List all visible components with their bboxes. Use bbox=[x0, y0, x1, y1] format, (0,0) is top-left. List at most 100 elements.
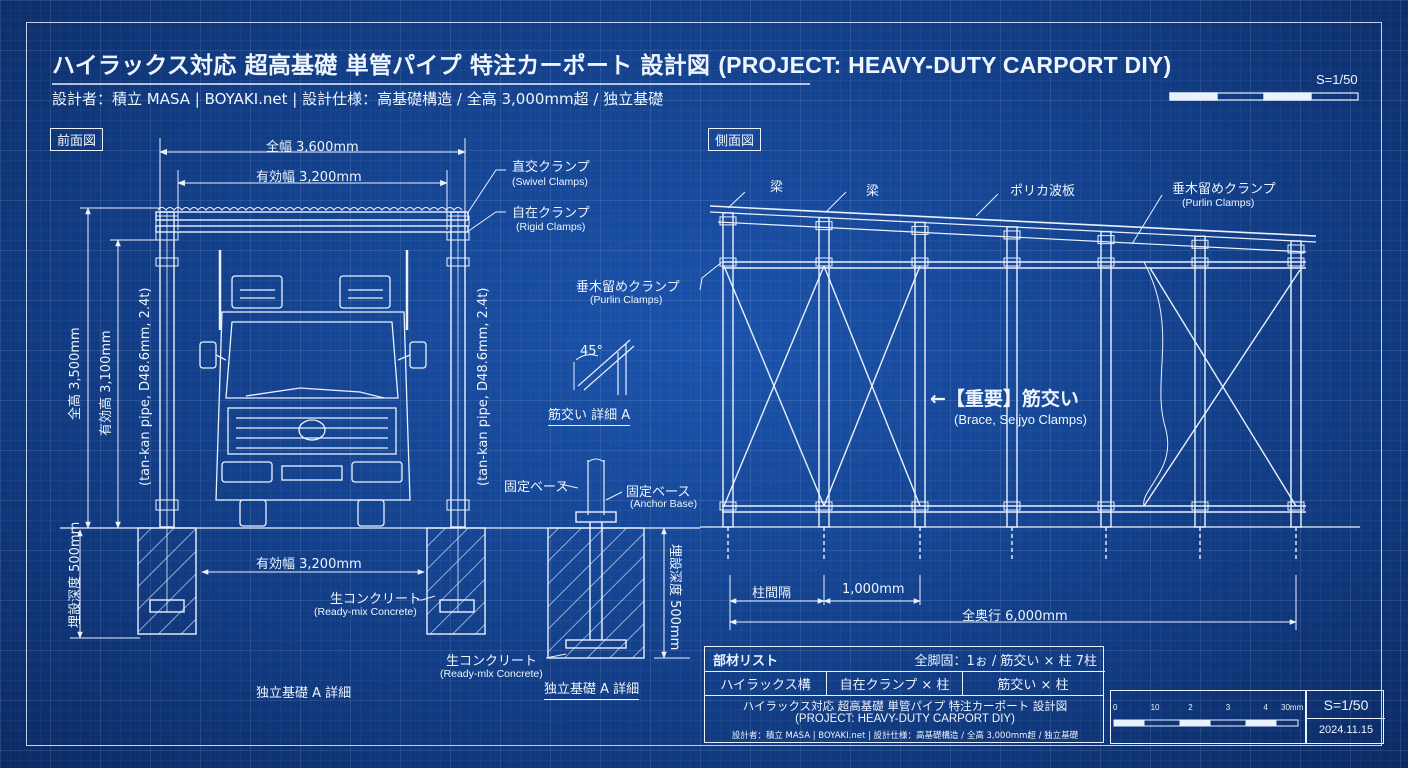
rigid-clamp-label-en: (Rigid Clamps) bbox=[516, 221, 586, 233]
side-column-clamp bbox=[719, 257, 737, 267]
beam-label-2: 梁 bbox=[866, 184, 880, 199]
detail-foundation-caption: 独立基礎 A 詳細 bbox=[544, 678, 640, 700]
side-column bbox=[818, 216, 830, 528]
brace-callout: ←【重要】筋交い bbox=[930, 388, 1079, 410]
title-en: (PROJECT: HEAVY-DUTY CARPORT DIY) bbox=[718, 52, 1172, 78]
purlin-clamp-left-en: (Purlin Clamps) bbox=[590, 294, 663, 306]
header-scale: S=1/50 bbox=[1316, 72, 1358, 87]
truck-outline bbox=[199, 275, 427, 527]
detail-embed-depth: 埋設深度 500mm bbox=[667, 544, 682, 651]
brace-detail-caption: 筋交い 詳細 A bbox=[548, 404, 631, 426]
side-column-clamp bbox=[1003, 501, 1021, 511]
header-scale-bar bbox=[1169, 92, 1359, 101]
front-dimensions bbox=[60, 207, 510, 639]
scale-tick-label: 10 bbox=[1150, 703, 1160, 712]
front-view-label: 前面図 bbox=[50, 128, 104, 151]
side-column-clamp bbox=[911, 257, 929, 267]
base-label-right: 固定ベース bbox=[626, 485, 691, 500]
swivel-clamp-label-en: (Swivel Clamps) bbox=[512, 176, 588, 188]
side-column-clamp bbox=[1097, 501, 1115, 511]
side-column bbox=[1006, 226, 1018, 528]
side-total-depth: 全奥行 6,000mm bbox=[962, 609, 1068, 624]
side-column-clamp bbox=[911, 501, 929, 511]
front-effective-height: 有効高 3,100mm bbox=[99, 330, 114, 436]
front-concrete-label-en: (Ready-mix Concrete) bbox=[314, 606, 417, 618]
title-block-scale: S=1/50 bbox=[1323, 697, 1369, 713]
front-concrete-label: 生コンクリート bbox=[330, 592, 422, 607]
side-column-clamp bbox=[1003, 257, 1021, 267]
title-block-title: ハイラックス対応 超高基礎 単管パイプ 特注カーポート 設計図 bbox=[742, 699, 1068, 713]
beam-label-1: 梁 bbox=[770, 180, 784, 195]
title-block-title-en: (PROJECT: HEAVY-DUTY CARPORT DIY) bbox=[795, 713, 1015, 725]
side-dimensions bbox=[729, 575, 1297, 630]
parts-table-col3: 筋交い × 柱 bbox=[997, 678, 1069, 693]
parts-table-col1: ハイラックス構 bbox=[705, 671, 827, 696]
front-frame bbox=[155, 138, 506, 612]
title-block-date: 2024.11.15 bbox=[1318, 724, 1374, 736]
side-column-clamp bbox=[1097, 257, 1115, 267]
rigid-clamp-label: 自在クランプ bbox=[512, 206, 590, 221]
side-columns bbox=[719, 212, 1305, 560]
parts-table: 部材リスト 全脚固：1ぉ / 筋交い × 柱 7柱 ハイラックス構 自在クランプ… bbox=[704, 646, 1105, 696]
side-column-clamp bbox=[1191, 239, 1209, 249]
column-spacing-label: 柱間隔 bbox=[752, 586, 792, 601]
side-column bbox=[1290, 240, 1302, 528]
side-column-clamp bbox=[1097, 235, 1115, 245]
scale-tick-label: 2 bbox=[1188, 703, 1193, 712]
swivel-clamp-label: 直交クランプ bbox=[512, 160, 590, 175]
pipe-spec-right: (tan-kan pipe, D48.6mm, 2.4t) bbox=[476, 287, 491, 486]
polycarbonate-label: ポリカ波板 bbox=[1010, 184, 1076, 199]
base-label-right-en: (Anchor Base) bbox=[630, 498, 698, 510]
parts-table-header-row: 部材リスト 全脚固：1ぉ / 筋交い × 柱 7柱 bbox=[705, 647, 1105, 672]
purlin-clamp-left: 垂木留めクランプ bbox=[576, 280, 680, 295]
side-column-clamp bbox=[719, 501, 737, 511]
scale-tick-label: 0 bbox=[1113, 703, 1118, 712]
parts-table-heading: 部材リスト bbox=[713, 653, 779, 669]
scale-tick-label: 3 bbox=[1225, 703, 1231, 712]
page-title: ハイラックス対応 超高基礎 単管パイプ 特注カーポート 設計図 (PROJECT… bbox=[52, 46, 1171, 80]
front-effective-width-bottom: 有効幅 3,200mm bbox=[256, 557, 362, 572]
side-column-clamp bbox=[1191, 257, 1209, 267]
side-column-clamp bbox=[1287, 257, 1305, 267]
brace-angle: 45° bbox=[580, 344, 604, 359]
front-foundations bbox=[137, 527, 486, 635]
base-label-left: 固定ベース bbox=[504, 480, 569, 495]
title-block-divider bbox=[1307, 718, 1385, 719]
side-column bbox=[722, 212, 734, 528]
scale-tick-label: 30mm bbox=[1281, 703, 1304, 712]
page-subtitle: 設計者：積立 MASA | BOYAKI.net | 設計仕様：高基礎構造 / … bbox=[52, 90, 664, 108]
side-view-label: 側面図 bbox=[708, 128, 762, 151]
title-block-scale-bar bbox=[1113, 719, 1299, 727]
parts-table-summary: 全脚固：1ぉ / 筋交い × 柱 7柱 bbox=[914, 653, 1097, 669]
title-block-meta: S=1/50 2024.11.15 bbox=[1306, 690, 1385, 744]
detail-concrete-label-en: (Ready-mlx Concrete) bbox=[440, 668, 543, 680]
side-column bbox=[1100, 230, 1112, 528]
side-column bbox=[1194, 235, 1206, 528]
purlin-clamp-right-en: (Purlin Clamps) bbox=[1182, 197, 1255, 209]
pipe-spec-left: (tan-kan pipe, D48.6mm, 2.4t) bbox=[138, 287, 153, 486]
side-column-clamp bbox=[1287, 244, 1305, 254]
side-column-clamp bbox=[1191, 501, 1209, 511]
detail-concrete-label: 生コンクリート bbox=[446, 654, 538, 669]
side-column-clamp bbox=[719, 216, 737, 226]
front-total-width: 全幅 3,600mm bbox=[266, 140, 359, 155]
side-frame bbox=[699, 191, 1360, 528]
front-embed-depth: 埋設深度 500mm bbox=[68, 521, 83, 628]
title-block-info: 設計者：積立 MASA | BOYAKI.net | 設計仕様：高基礎構造 / … bbox=[731, 731, 1079, 741]
front-total-height: 全高 3,500mm bbox=[68, 327, 83, 420]
title-jp: ハイラックス対応 超高基礎 単管パイプ 特注カーポート 設計図 bbox=[52, 53, 711, 79]
drawing-frame bbox=[26, 22, 1382, 746]
side-column-clamp bbox=[815, 257, 833, 267]
parts-table-col2: 自在クランプ × 柱 bbox=[827, 671, 963, 696]
front-foundation-caption: 独立基礎 A 詳細 bbox=[256, 686, 352, 701]
side-column-clamp bbox=[815, 501, 833, 511]
side-column-clamp bbox=[911, 225, 929, 235]
foundation-detail-drawing bbox=[510, 458, 700, 659]
front-effective-width-top: 有効幅 3,200mm bbox=[256, 170, 362, 185]
purlin-clamp-right: 垂木留めクランプ bbox=[1172, 182, 1276, 197]
column-spacing-value: 1,000mm bbox=[842, 582, 905, 597]
side-column-clamp bbox=[815, 221, 833, 231]
